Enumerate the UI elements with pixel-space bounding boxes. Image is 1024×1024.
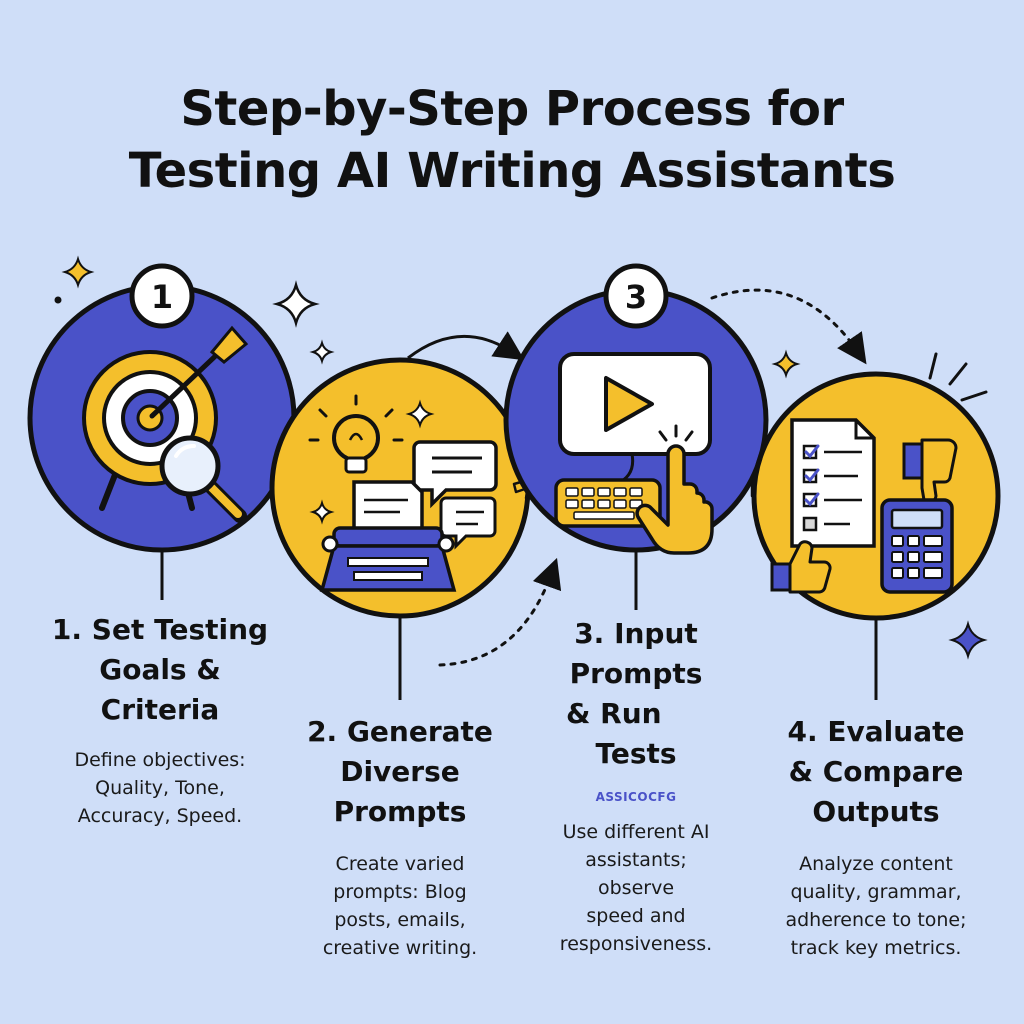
burst-lines-icon (928, 352, 988, 402)
step-4-description: Analyze content quality, grammar, adhere… (785, 853, 967, 959)
curved-arrow-icon (407, 331, 525, 361)
dotted-arrow-icon (438, 557, 562, 667)
sparkle-icon (309, 339, 335, 365)
step-1-heading: 1. Set Testing Goals & Criteria (51, 613, 269, 726)
step-1-badge-number: 1 (151, 278, 173, 316)
sparkle-icon (61, 255, 95, 289)
sparkle-icon (771, 349, 801, 379)
step-3-description: Use different AI assistants; observe spe… (559, 821, 713, 955)
arrow-icon (149, 325, 249, 419)
title-line-2: Testing AI Writing Assistants (128, 143, 896, 199)
step-3-heading: 3. Input Prompts & Run Tests (566, 617, 703, 770)
typewriter-icon (319, 480, 457, 592)
magnifier-icon (159, 435, 247, 523)
step-2-description: Create varied prompts: Blog posts, email… (322, 853, 478, 959)
keyboard-icon (554, 478, 662, 528)
page-title: Step-by-Step Process for Testing AI Writ… (0, 78, 1024, 202)
step-2-heading: 2. Generate Diverse Prompts (307, 715, 493, 828)
sparkle-icon (405, 399, 435, 429)
calculator-icon (880, 498, 954, 594)
step-4-circle (751, 371, 1001, 621)
pointing-hand-icon (635, 424, 714, 555)
chat-bubble-icon (412, 440, 498, 550)
title-line-1: Step-by-Step Process for (180, 81, 844, 137)
step-4-heading: 4. Evaluate & Compare Outputs (787, 715, 965, 828)
lightbulb-icon (308, 394, 404, 474)
sparkle-icon (948, 620, 988, 660)
step-1-description: Define objectives: Quality, Tone, Accura… (74, 749, 246, 827)
monitor-play-icon (558, 352, 712, 486)
sparkle-icon (309, 499, 335, 525)
checklist-icon (790, 418, 876, 548)
step-2-circle (269, 357, 531, 619)
sparkle-dot (54, 296, 62, 304)
step-3-circle (503, 287, 769, 555)
thumbs-up-icon (770, 540, 832, 594)
step-3-badge-number: 3 (625, 278, 647, 316)
sparkle-icon (272, 280, 320, 328)
dotted-arrow-icon (710, 288, 867, 365)
step-3-sublabel: ASSICOCFG (595, 790, 677, 804)
step-1-circle (27, 283, 297, 553)
step-1-badge: 1 (129, 263, 195, 329)
step-3-badge: 3 (603, 263, 669, 329)
